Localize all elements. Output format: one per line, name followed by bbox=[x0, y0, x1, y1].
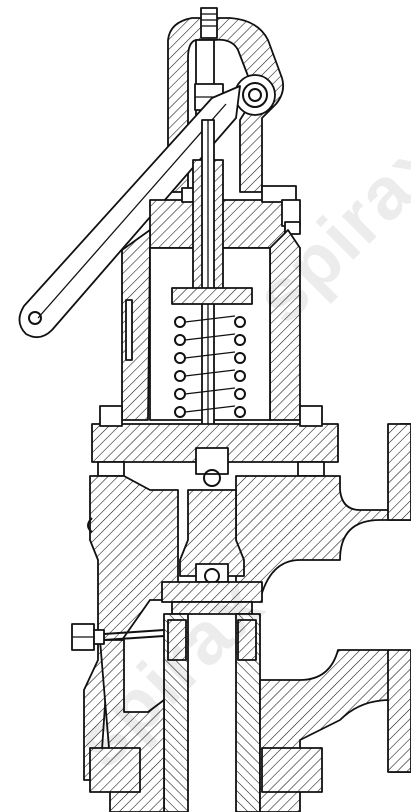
lever-arm bbox=[18, 85, 241, 339]
seat-assembly bbox=[161, 581, 263, 615]
test-plug bbox=[71, 517, 165, 651]
outlet-flange bbox=[387, 649, 411, 773]
bonnet-top-flange bbox=[149, 185, 301, 249]
spring bbox=[174, 315, 246, 418]
body-flange bbox=[91, 405, 339, 487]
lever-pivot bbox=[234, 74, 276, 116]
valve-body bbox=[83, 423, 411, 781]
nozzle bbox=[163, 613, 261, 812]
disc-guide bbox=[179, 489, 245, 584]
